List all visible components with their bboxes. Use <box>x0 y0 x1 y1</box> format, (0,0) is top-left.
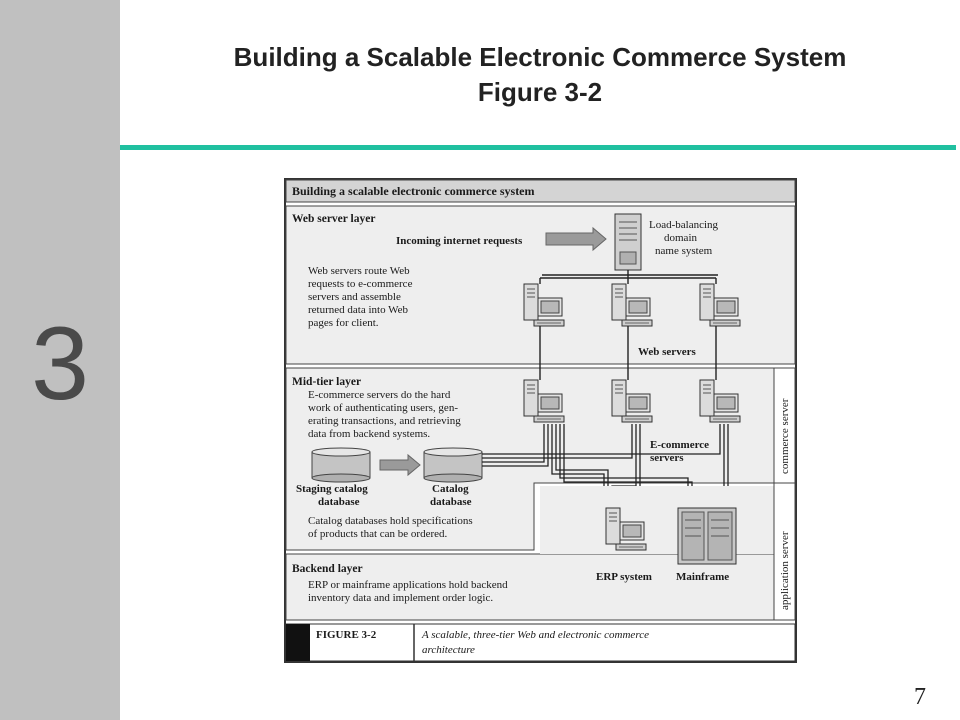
lb-line1: Load-balancing <box>649 219 719 231</box>
web-desc-line5: pages for client. <box>308 317 379 329</box>
figure-header-bar <box>285 179 796 203</box>
ecom-line2: servers <box>650 452 684 464</box>
chapter-number: 3 <box>31 306 89 422</box>
slide-title: Building a Scalable Electronic Commerce … <box>120 40 960 110</box>
architecture-figure: Building a scalable electronic commerce … <box>284 178 797 663</box>
mainframe-label: Mainframe <box>676 571 729 583</box>
catalog-connectors <box>482 424 721 467</box>
slide-title-line1: Building a Scalable Electronic Commerce … <box>233 42 847 72</box>
backend-label: Backend layer <box>292 563 363 575</box>
lb-line2: domain <box>664 232 697 244</box>
lb-line3: name system <box>655 245 713 257</box>
commerce-server-label: commerce server <box>779 398 791 474</box>
incoming-arrow <box>545 226 607 252</box>
catalog-desc-line1: Catalog databases hold specifications <box>308 515 473 527</box>
caption-label: FIGURE 3-2 <box>316 629 377 641</box>
catalog-database-icon <box>423 447 483 483</box>
backend-desc-line1: ERP or mainframe applications hold backe… <box>308 579 508 591</box>
caption-text-line2: architecture <box>422 644 475 656</box>
caption-black-block <box>286 624 310 661</box>
application-side-box <box>773 482 796 621</box>
staging-database-icon <box>311 447 371 483</box>
erp-label: ERP system <box>596 571 652 583</box>
catalog-desc-line2: of products that can be ordered. <box>308 528 448 540</box>
mid-tier-label: Mid-tier layer <box>292 376 361 388</box>
load-balancer-server-icon <box>614 213 642 271</box>
web-desc-line4: returned data into Web <box>308 304 409 316</box>
web-desc-line2: requests to e-commerce <box>308 278 413 290</box>
figure-header: Building a scalable electronic commerce … <box>292 184 535 198</box>
catalog-line2: database <box>430 496 472 508</box>
web-desc-line1: Web servers route Web <box>308 265 410 277</box>
caption-row <box>285 623 796 662</box>
incoming-label: Incoming internet requests <box>396 235 523 247</box>
web-servers-label: Web servers <box>638 346 696 358</box>
web-to-ecom-connectors <box>539 326 717 380</box>
mainframe-icon <box>677 507 737 565</box>
slide-title-line2: Figure 3-2 <box>477 77 603 107</box>
mid-desc-line1: E-commerce servers do the hard <box>308 389 451 401</box>
catalog-line1: Catalog <box>432 483 469 495</box>
staging-line2: database <box>318 496 360 508</box>
ecom-line1: E-commerce <box>650 439 709 451</box>
replicate-arrow <box>379 453 421 477</box>
web-layer-label: Web server layer <box>292 213 375 225</box>
mid-desc-line2: work of authenticating users, gen- <box>308 402 458 414</box>
mid-desc-line3: erating transactions, and retrieving <box>308 415 461 427</box>
left-sidebar <box>0 0 120 720</box>
application-server-label: application server <box>779 531 791 610</box>
staging-line1: Staging catalog <box>296 483 368 495</box>
caption-text-line1: A scalable, three-tier Web and electroni… <box>421 629 649 641</box>
web-desc-line3: servers and assemble <box>308 291 401 303</box>
title-divider <box>120 145 956 150</box>
backend-desc-line2: inventory data and implement order logic… <box>308 592 493 604</box>
page-number: 7 <box>914 684 926 710</box>
backend-panel <box>285 553 775 621</box>
mid-desc-line4: data from backend systems. <box>308 428 430 440</box>
lb-connectors <box>539 270 718 284</box>
